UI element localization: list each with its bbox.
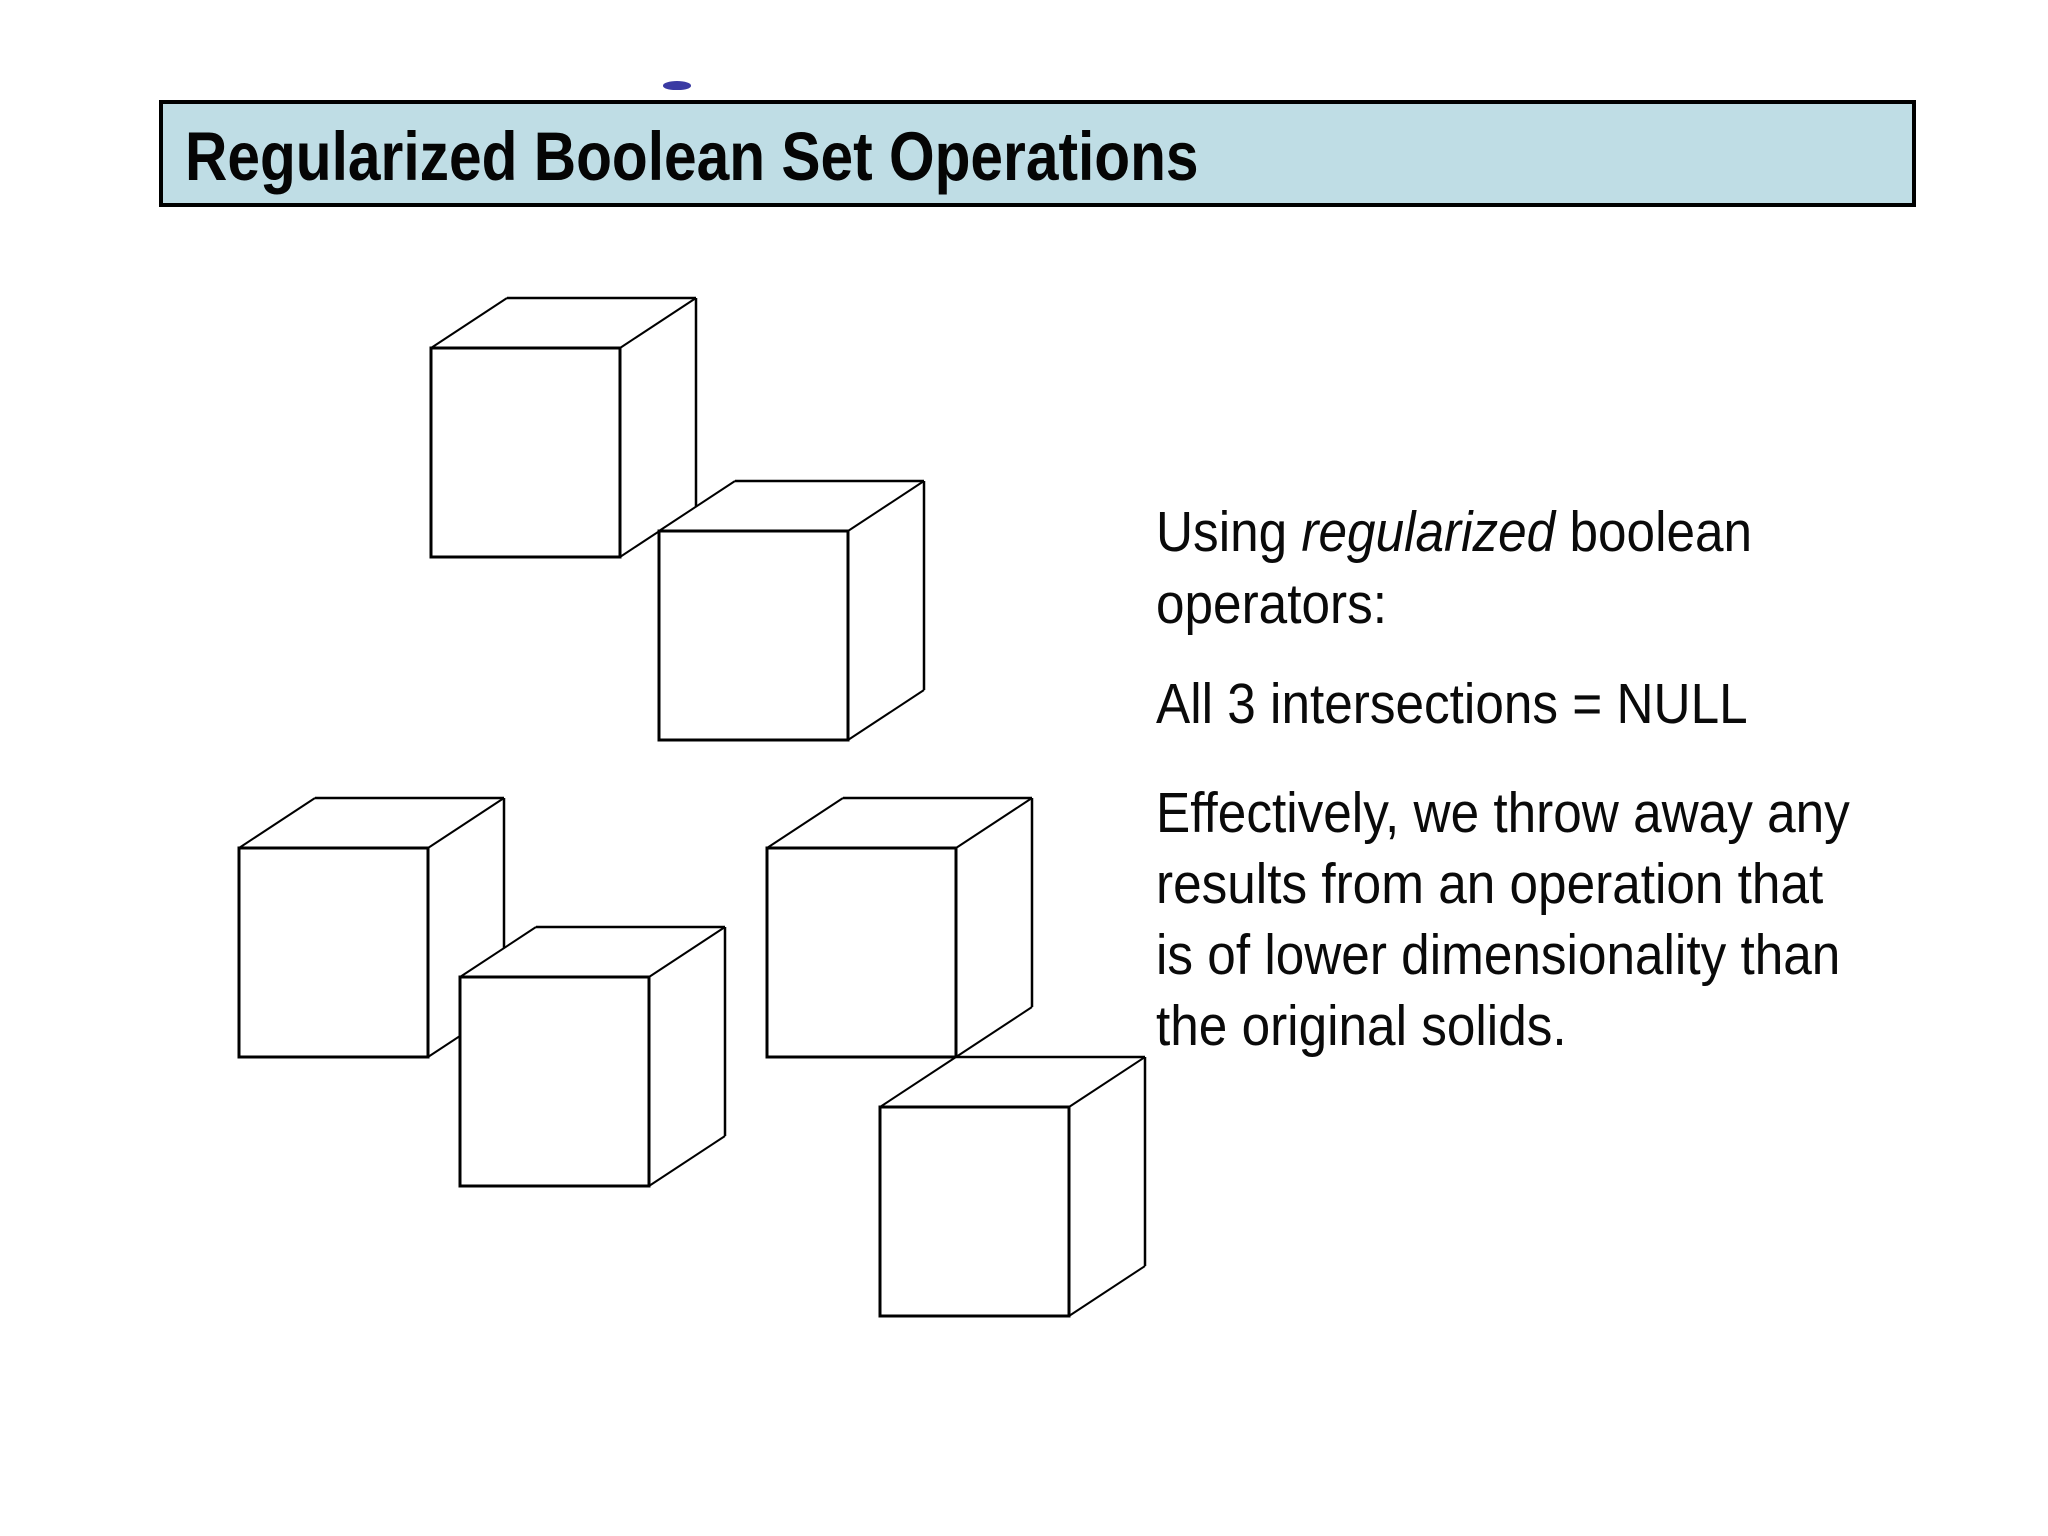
edge-pair-back-cube [429,296,698,559]
page-title: Regularized Boolean Set Operations [185,118,1199,195]
text-line: Effectively, we throw away any [1156,781,1850,845]
paragraph-using-operators: Using regularized boolean operators: [1156,496,1930,640]
text-line: the original solids. [1156,994,1567,1058]
text-run: Using [1156,500,1302,564]
face-pair-front-cube [458,925,727,1188]
text-line: results from an operation that [1156,852,1824,916]
text-run: boolean [1555,500,1753,564]
paragraph-intersections-null: All 3 intersections = NULL [1156,668,1930,740]
title-bar: Regularized Boolean Set Operations [159,100,1916,207]
text-line: All 3 intersections = NULL [1156,672,1748,736]
face-pair-back-cube [237,796,506,1059]
text-run-italic: regularized [1301,500,1556,564]
vertex-pair-back-cube [765,796,1034,1059]
text-line: Using regularized boolean [1156,496,1930,568]
text-line: operators: [1156,572,1387,636]
text-line: is of lower dimensionality than [1156,923,1841,987]
explanation-text-block: Using regularized boolean operators: All… [1156,496,1930,1062]
purple-dash-artifact [663,81,691,90]
paragraph-effectively: Effectively, we throw away any results f… [1156,778,1930,1062]
edge-pair-front-cube [657,479,926,742]
vertex-pair-front-cube [878,1055,1147,1318]
